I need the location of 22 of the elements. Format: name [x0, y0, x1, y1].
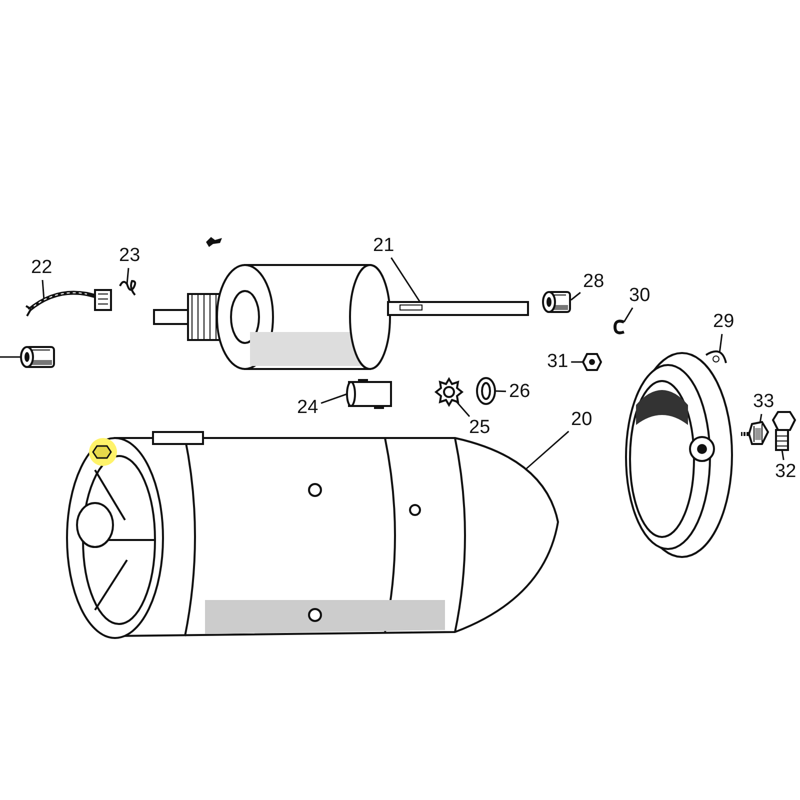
- leader-line: [320, 393, 348, 404]
- leader-line: [623, 307, 634, 322]
- leader-line: [126, 268, 130, 284]
- bushing-drawing: [540, 290, 572, 314]
- leader-line: [390, 257, 421, 302]
- leader-line: [42, 280, 45, 300]
- sleeve-drawing: [345, 378, 395, 410]
- leader-line: [494, 390, 506, 392]
- leader-line: [454, 400, 470, 417]
- washer-drawing: [475, 376, 497, 406]
- bolt-drawing: [740, 420, 770, 446]
- nut-drawing: [582, 352, 602, 372]
- leader-line: [571, 361, 583, 363]
- armature-drawing: [150, 262, 530, 372]
- leader-line: [526, 430, 570, 470]
- star-washer-drawing: [435, 378, 463, 406]
- leader-line: [759, 414, 762, 424]
- leader-line: [781, 450, 784, 460]
- leader-line: [570, 292, 581, 301]
- bolt-drawing: [772, 410, 796, 452]
- bushing-drawing: [18, 345, 56, 369]
- leader-line: [0, 356, 21, 358]
